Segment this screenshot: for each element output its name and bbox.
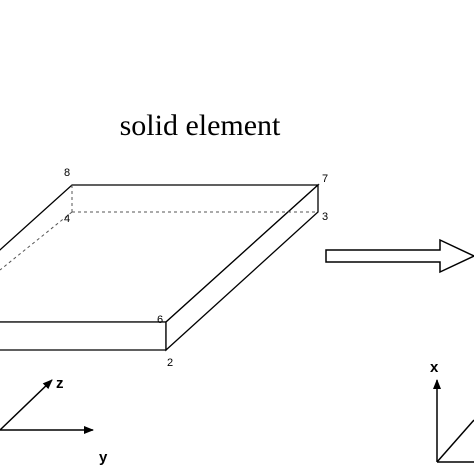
node-label-6: 6	[157, 314, 163, 326]
node-label-8: 8	[64, 167, 70, 179]
node-label-3: 3	[322, 211, 328, 223]
diagram-title: solid element	[120, 109, 281, 142]
hidden-edges	[0, 185, 318, 271]
node-label-2: 2	[167, 357, 173, 369]
solid-element	[0, 183, 320, 352]
x-axis-label: x	[430, 359, 439, 376]
z-axis-label: z	[56, 375, 64, 392]
transform-arrow-icon	[325, 238, 474, 274]
axis-diagonal-line	[436, 419, 474, 463]
side-face	[165, 183, 319, 352]
node-label-7: 7	[322, 173, 328, 185]
axes-right	[433, 379, 474, 463]
front-face	[0, 321, 167, 351]
node-label-4: 4	[64, 213, 70, 225]
y-axis-label: y	[99, 449, 108, 466]
axes-left	[0, 379, 94, 434]
z-axis-arrow-icon	[0, 379, 53, 431]
